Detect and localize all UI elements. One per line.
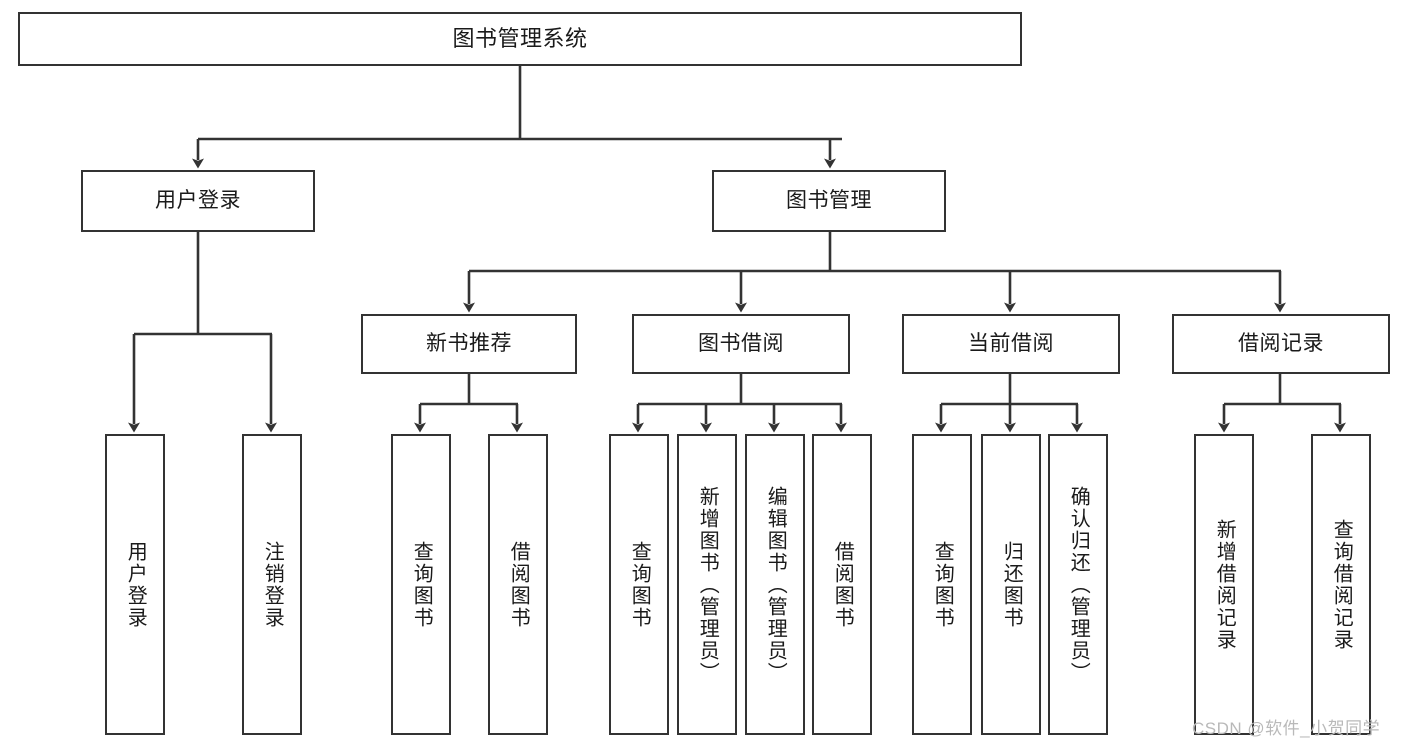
node-label: 注销登录 [261,540,284,629]
node-book-borrow[interactable]: 图书借阅 [632,314,850,374]
node-label: 查询借阅记录 [1330,518,1353,651]
leaf-borrow-query-book[interactable]: 查询图书 [609,434,669,735]
leaf-record-query-record[interactable]: 查询借阅记录 [1311,434,1371,735]
node-label: 确认归还（管理员） [1067,485,1090,684]
node-label: 查询图书 [410,540,433,629]
node-label: 借阅图书 [831,540,854,629]
leaf-recommend-query-book[interactable]: 查询图书 [391,434,451,735]
node-label: 新增图书（管理员） [696,485,719,684]
leaf-borrow-borrow-book[interactable]: 借阅图书 [812,434,872,735]
leaf-borrow-edit-book-admin[interactable]: 编辑图书（管理员） [745,434,805,735]
node-label: 编辑图书（管理员） [764,485,787,684]
node-label: 图书管理系统 [452,25,588,51]
leaf-current-query-book[interactable]: 查询图书 [912,434,972,735]
node-new-book-recommend[interactable]: 新书推荐 [361,314,577,374]
node-label: 图书借阅 [698,332,784,356]
node-current-borrow[interactable]: 当前借阅 [902,314,1120,374]
node-label: 图书管理 [786,189,872,213]
node-label: 新书推荐 [426,332,512,356]
leaf-borrow-add-book-admin[interactable]: 新增图书（管理员） [677,434,737,735]
node-label: 新增借阅记录 [1213,518,1236,651]
node-label: 用户登录 [155,189,241,213]
leaf-record-add-record[interactable]: 新增借阅记录 [1194,434,1254,735]
node-borrow-record[interactable]: 借阅记录 [1172,314,1390,374]
node-book-management[interactable]: 图书管理 [712,170,946,232]
node-user-login[interactable]: 用户登录 [81,170,315,232]
leaf-user-login-logout[interactable]: 注销登录 [242,434,302,735]
node-label: 当前借阅 [968,332,1054,356]
leaf-current-confirm-return-admin[interactable]: 确认归还（管理员） [1048,434,1108,735]
leaf-current-return-book[interactable]: 归还图书 [981,434,1041,735]
leaf-user-login-login[interactable]: 用户登录 [105,434,165,735]
node-label: 借阅图书 [507,540,530,629]
node-label: 查询图书 [628,540,651,629]
leaf-recommend-borrow-book[interactable]: 借阅图书 [488,434,548,735]
node-label: 借阅记录 [1238,332,1324,356]
node-root-system[interactable]: 图书管理系统 [18,12,1022,66]
node-label: 用户登录 [124,540,147,629]
node-label: 查询图书 [931,540,954,629]
csdn-watermark: CSDN @软件_小贺同学 [1192,719,1381,738]
node-label: 归还图书 [1000,540,1023,629]
